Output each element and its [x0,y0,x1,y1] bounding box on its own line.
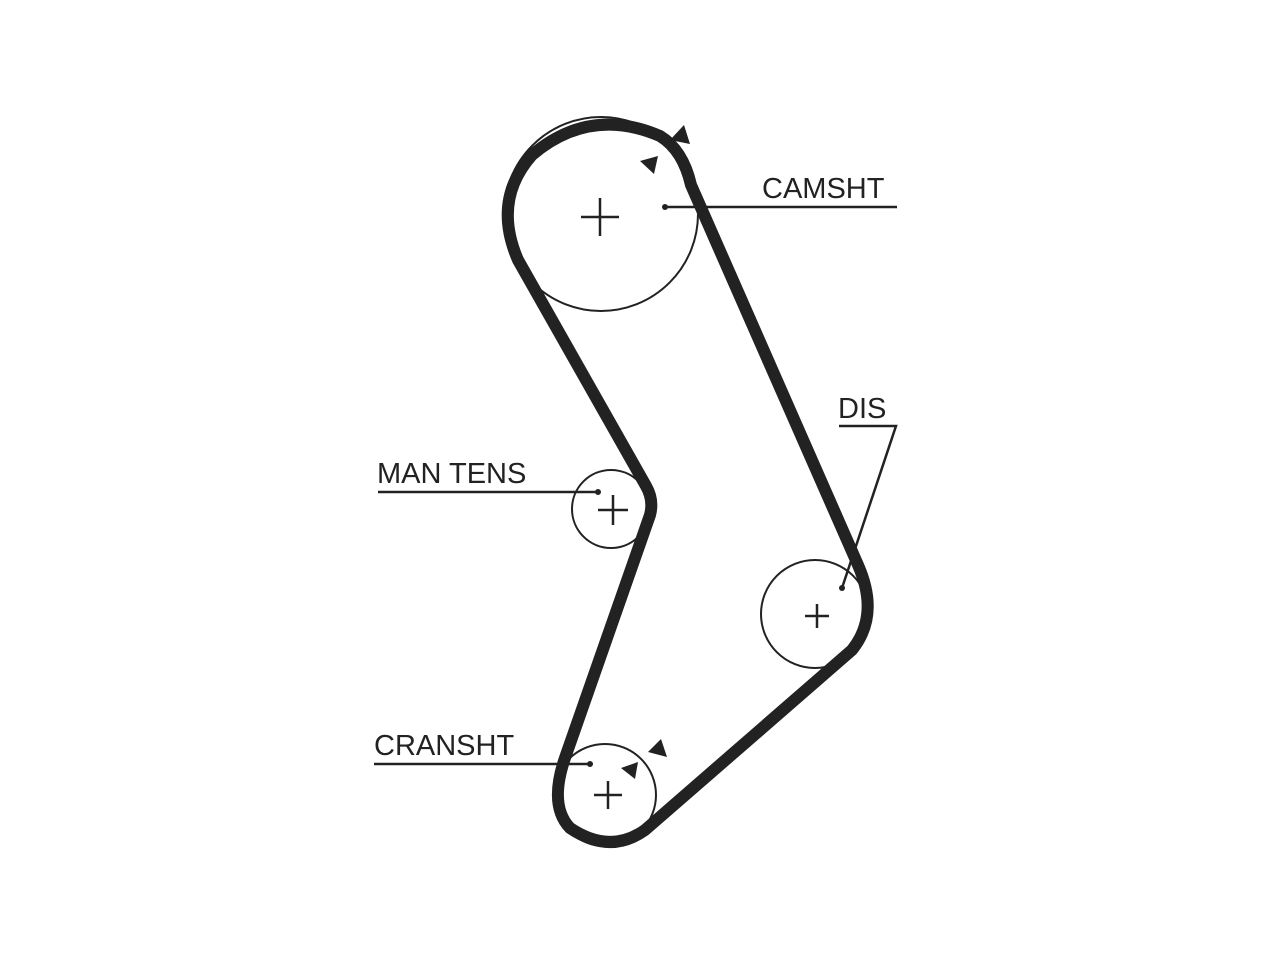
camshaft-label: CAMSHT [762,173,885,205]
manual-tensioner-label: MAN TENS [377,458,526,490]
camshaft-mark-arrow-outer [670,125,690,144]
timing-belt [501,118,874,848]
crankshaft-center-mark [594,781,622,809]
crankshaft-mark-arrow-outer [648,739,667,757]
camshaft-center-mark [581,198,619,236]
distributor-label: DIS [838,393,886,425]
tensioner-leader [378,489,601,495]
crankshaft-label: CRANSHT [374,730,514,762]
tensioner-center-mark [598,495,628,525]
crankshaft-mark-arrow-inner [621,762,638,779]
distributor-center-mark [805,604,829,628]
camshaft-leader [662,204,897,210]
camshaft-mark-arrow-inner [640,156,658,174]
distributor-leader [839,424,898,591]
crankshaft-leader [374,761,593,767]
